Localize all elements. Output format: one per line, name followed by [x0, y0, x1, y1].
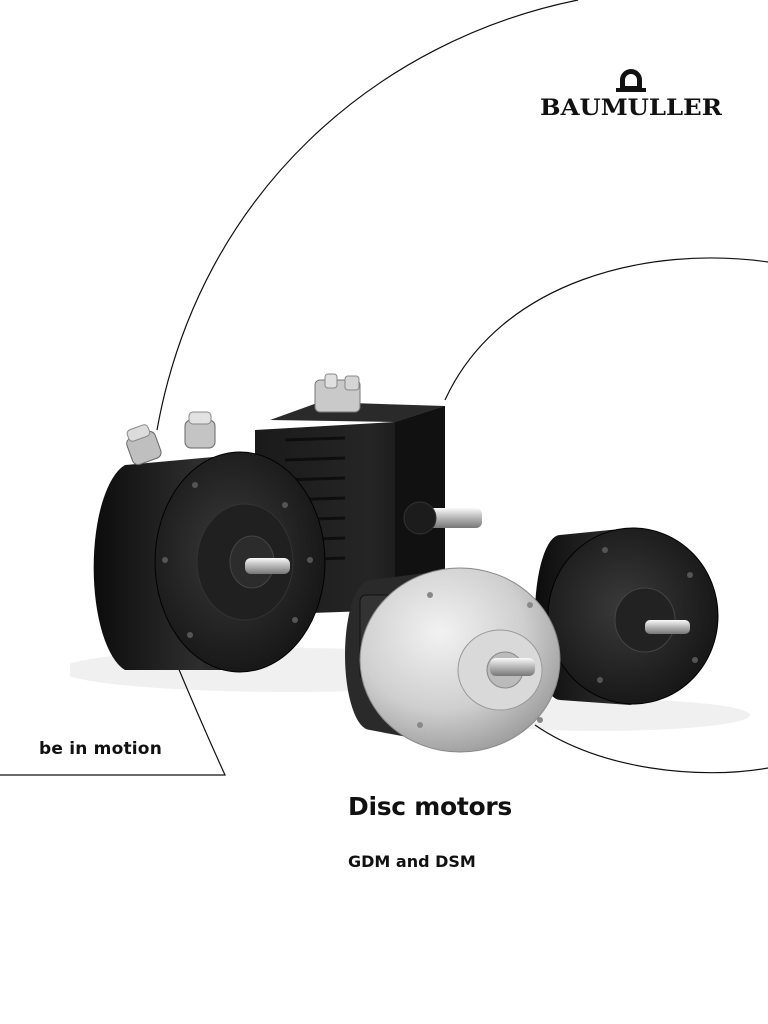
brand-logo: BAUMULLER — [540, 66, 722, 120]
small-black-disc-motor — [534, 527, 719, 705]
page-subtitle: GDM and DSM — [348, 852, 476, 871]
brand-name: BAUMULLER — [540, 95, 722, 120]
silver-disc-motor — [345, 567, 561, 753]
tagline: be in motion — [39, 739, 162, 759]
page-title: Disc motors — [348, 792, 512, 821]
large-black-disc-motor — [93, 411, 326, 673]
baumuller-logo-icon: BAUMULLER — [540, 69, 722, 120]
motors-photo — [70, 373, 750, 753]
